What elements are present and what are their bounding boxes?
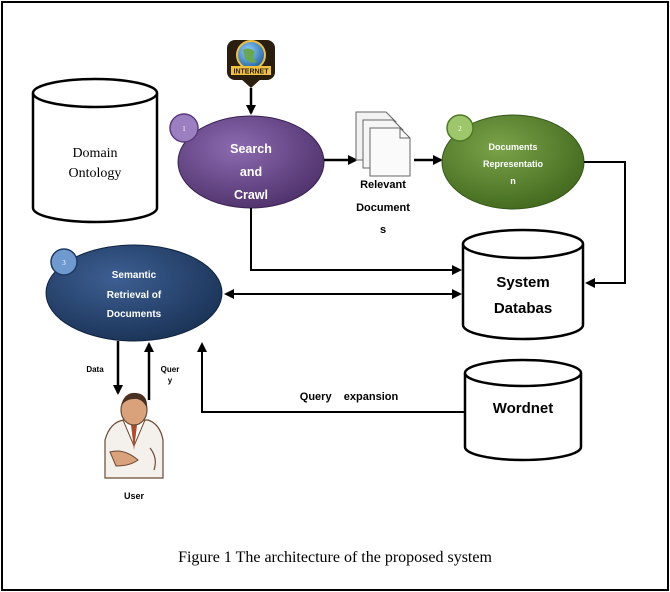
- representation-line3: n: [510, 176, 516, 186]
- step-badge-3: [50, 248, 78, 276]
- wordnet-label: Wordnet: [493, 400, 554, 417]
- domain-ontology-line2: Ontology: [69, 166, 122, 181]
- step-badge-2-number: 2: [458, 125, 462, 133]
- semantic-retrieval-line1: Semantic: [112, 270, 157, 281]
- query-expansion-arrow: [197, 342, 465, 413]
- user-icon: [104, 392, 164, 479]
- internet-label: INTERNET: [234, 69, 270, 76]
- system-database-line2: Databas: [494, 300, 552, 317]
- step-badge-1: [169, 113, 199, 143]
- domain-ontology-line1: Domain: [72, 146, 117, 161]
- figure-caption: Figure 1 The architecture of the propose…: [178, 549, 492, 566]
- search-crawl-line1: Search: [230, 142, 272, 156]
- representation-line1: Documents: [488, 142, 537, 152]
- domain-ontology-cylinder: Domain Ontology: [31, 77, 159, 224]
- step-badge-2: [446, 114, 474, 142]
- semantic-retrieval-line2: Retrieval of: [107, 290, 162, 301]
- query-label-line1: Quer: [161, 365, 180, 374]
- semantic-retrieval-node: 3 Semantic Retrieval of Documents: [45, 244, 223, 342]
- data-label: Data: [86, 365, 104, 374]
- representation-line2: Representatio: [483, 159, 544, 169]
- system-database-line1: System: [496, 274, 549, 291]
- internet-icon: INTERNET: [227, 40, 275, 88]
- user-label: User: [124, 491, 145, 501]
- query-label-line2: y: [168, 376, 173, 385]
- step-badge-1-number: 1: [182, 125, 186, 133]
- relevant-documents-line3: s: [380, 224, 386, 236]
- relevant-documents-line2: Document: [356, 202, 410, 214]
- step-badge-3-number: 3: [62, 259, 66, 267]
- representation-to-database-arrow: [584, 161, 626, 288]
- query-expansion-label: Query expansion: [300, 391, 399, 403]
- search-crawl-line2: and: [240, 165, 262, 179]
- relevant-documents-line1: Relevant: [360, 179, 406, 191]
- documents-representation-node: 2 Documents Representatio n: [441, 114, 585, 210]
- semantic-retrieval-line3: Documents: [107, 309, 162, 320]
- wordnet-cylinder: Wordnet: [463, 358, 583, 462]
- search-to-database-arrow: [250, 208, 462, 275]
- system-database-cylinder: System Databas: [461, 228, 585, 341]
- search-crawl-line3: Crawl: [234, 188, 268, 202]
- search-crawl-node: 1 Search and Crawl: [169, 113, 325, 209]
- relevant-documents-icon: [355, 111, 411, 177]
